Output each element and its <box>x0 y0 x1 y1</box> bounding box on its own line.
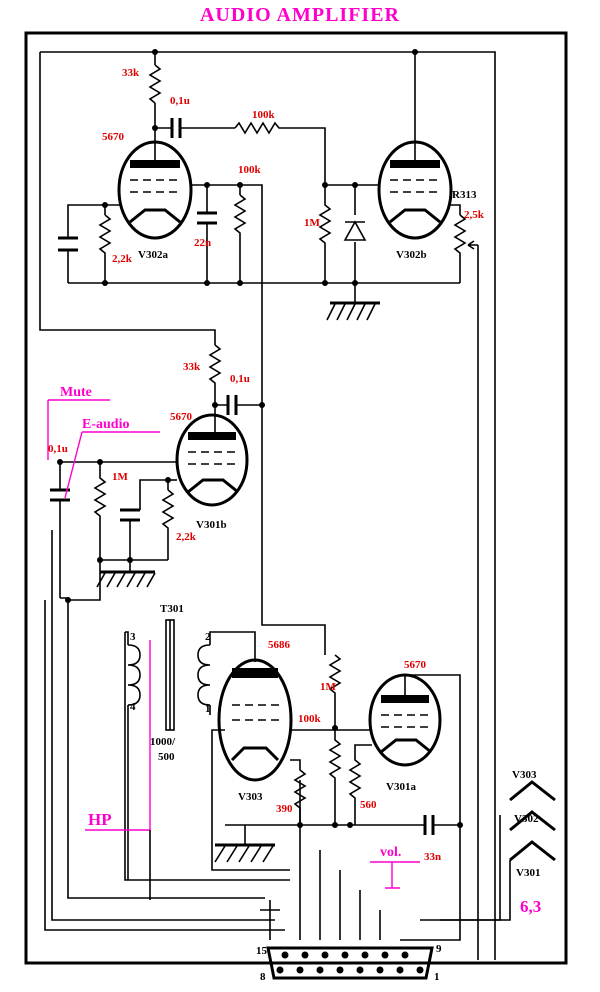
label-r33k-top: 33k <box>122 67 140 79</box>
label-c01u-v301b: 0,1u <box>230 373 250 385</box>
label-v301b-type: 5670 <box>170 411 193 423</box>
resistor-100k-v301a <box>328 728 342 825</box>
stage-output <box>85 615 501 941</box>
label-conn-9: 9 <box>436 943 442 955</box>
stage-v301b <box>44 344 285 931</box>
resistor-33k-v301b <box>208 344 222 405</box>
capacitor-33n <box>423 815 435 835</box>
transformer-primary <box>127 644 141 706</box>
label-hp: HP <box>88 810 112 829</box>
label-r25k: 2,5k <box>464 209 485 221</box>
label-r22k-v301b: 2,2k <box>176 531 197 543</box>
label-fil-v303: V303 <box>512 769 537 781</box>
tube-v301b <box>175 413 249 507</box>
label-r100k-top: 100k <box>252 109 276 121</box>
label-pin2: 2 <box>205 631 211 643</box>
label-ratio-b: 500 <box>158 751 175 763</box>
label-r33k-v301b: 33k <box>183 361 201 373</box>
label-conn-1: 1 <box>434 971 440 983</box>
label-r1m-v302b: 1M <box>304 217 321 229</box>
connector-db15 <box>266 946 434 980</box>
label-v302b: V302b <box>396 249 427 261</box>
label-r100k-v301a: 100k <box>298 713 322 725</box>
label-conn-8: 8 <box>260 971 266 983</box>
label-fil-v301: V301 <box>516 867 540 879</box>
resistor-2-2k-v302a <box>98 214 112 283</box>
label-v303-type: 5686 <box>268 639 291 651</box>
label-conn-15: 15 <box>256 945 268 957</box>
label-vol: vol. <box>380 845 401 860</box>
label-r100k-mid: 100k <box>238 164 262 176</box>
resistor-390 <box>290 759 307 825</box>
label-r1m-v301b: 1M <box>112 471 129 483</box>
capacitor-cathode-v301b <box>120 508 140 522</box>
label-t301: T301 <box>160 603 184 615</box>
label-v301b: V301b <box>196 519 227 531</box>
resistor-560 <box>348 744 372 825</box>
label-pin4: 4 <box>130 701 136 713</box>
resistor-1m-v301a <box>328 654 342 728</box>
label-v301a-type: 5670 <box>404 659 427 671</box>
diode <box>343 220 367 241</box>
capacitor-0-1u-v301b <box>226 395 238 415</box>
transformer-secondary <box>197 644 211 706</box>
capacitor-0-1u-top <box>170 118 182 138</box>
resistor-33k-top <box>148 64 162 104</box>
outer-frame <box>24 31 568 965</box>
capacitor-22n <box>197 211 217 225</box>
label-r560: 560 <box>360 799 377 811</box>
capacitor-cathode-v302a <box>58 236 78 252</box>
resistor-1m-v302b <box>318 185 332 283</box>
label-fil-v302: V302 <box>514 813 539 825</box>
potentiometer-r313 <box>453 214 467 283</box>
label-eaudio: E-audio <box>82 417 129 432</box>
ground-bottom <box>214 845 274 863</box>
label-ratio-a: 1000/ <box>150 736 176 748</box>
resistor-100k-mid <box>233 194 247 283</box>
page-title: AUDIO AMPLIFIER <box>199 4 400 26</box>
label-mute: Mute <box>60 385 92 400</box>
label-pin3: 3 <box>130 631 136 643</box>
label-fil-volt: 6,3 <box>520 897 541 916</box>
label-c33n: 33n <box>424 851 441 863</box>
label-r22k-v302a: 2,2k <box>112 253 133 265</box>
label-r1m-v301a: 1M <box>320 681 337 693</box>
resistor-2-2k-v301b <box>161 489 175 560</box>
stage-v302 <box>39 49 496 960</box>
label-c01u-input: 0,1u <box>48 443 68 455</box>
label-r390: 390 <box>276 803 293 815</box>
resistor-1m-v301b <box>93 462 107 560</box>
label-c22n: 22n <box>194 237 211 249</box>
label-r313: R313 <box>452 189 477 201</box>
tube-v303 <box>217 658 293 782</box>
label-v301a: V301a <box>386 781 416 793</box>
label-v302a-type: 5670 <box>102 131 125 143</box>
ground-top <box>326 303 376 321</box>
filament-chain <box>440 780 556 921</box>
ground-middle <box>96 572 156 588</box>
label-c01u-top: 0,1u <box>170 95 190 107</box>
label-pin1: 1 <box>205 703 211 715</box>
label-v303: V303 <box>238 791 263 803</box>
label-v302a: V302a <box>138 249 168 261</box>
